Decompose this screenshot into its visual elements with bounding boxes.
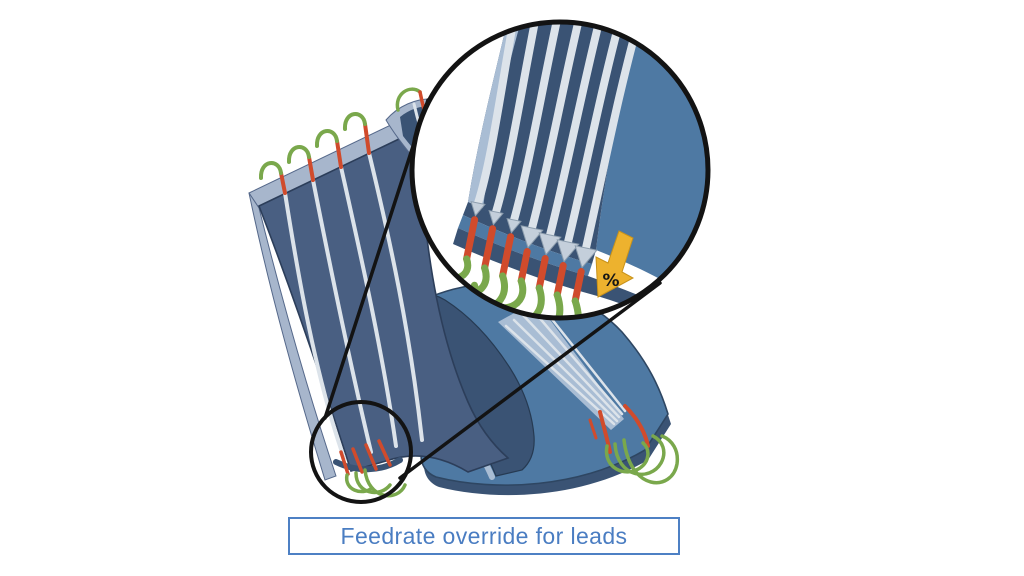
toolpath-arrowhead-icon	[470, 200, 486, 217]
top-lead-arc	[259, 161, 283, 180]
magnified-toolpath	[546, 23, 607, 239]
magnified-lead-segment	[553, 262, 567, 299]
top-lead-segment	[363, 122, 371, 155]
main-blade-left-edge	[248, 192, 337, 481]
blade-top-lead-hooks	[259, 112, 371, 195]
top-lead-arc	[343, 112, 367, 131]
caption-box: Feedrate override for leads	[288, 517, 680, 555]
magnified-lead-arc	[475, 291, 564, 317]
magnified-lead-segment	[481, 225, 497, 272]
top-lead-segment	[279, 171, 287, 195]
magnifier-circle	[409, 19, 711, 321]
magnified-toolpath	[474, 23, 520, 207]
magnified-lead-segment	[499, 233, 515, 280]
magnified-lead-segment	[535, 255, 549, 292]
top-lead-segment	[335, 139, 343, 169]
callout-connector-lower	[398, 281, 662, 480]
top-lead-arc	[315, 129, 339, 148]
feedrate-override-arrow-icon	[595, 230, 635, 298]
magnified-lead-segment	[463, 216, 479, 263]
magnified-lead-segment	[571, 268, 585, 305]
blade-toolpath-lines	[283, 151, 424, 460]
toolpath-arrowhead-icon	[556, 239, 580, 263]
top-lead-arc	[287, 145, 311, 164]
magnified-lead-segment	[517, 248, 531, 285]
caption-text: Feedrate override for leads	[340, 522, 628, 549]
source-circle	[309, 400, 413, 504]
toolpath-arrowhead-icon	[488, 209, 504, 226]
magnified-toolpath	[564, 23, 627, 246]
toolpath-arrowhead-icon	[520, 225, 544, 249]
percent-label: %	[602, 271, 619, 291]
hub-lead-moves	[588, 404, 680, 485]
toolpath-arrowhead-icon	[506, 217, 522, 234]
hub-toolpath-lines	[504, 301, 627, 426]
top-lead-segment	[307, 155, 315, 182]
magnified-toolpath	[492, 23, 542, 216]
toolpath-arrowhead-icon	[538, 232, 562, 256]
magnifier-view: %	[413, 23, 707, 317]
toolpath-arrowhead-icon	[574, 245, 598, 269]
magnified-toolpath	[510, 23, 564, 224]
magnified-toolpath	[528, 23, 586, 232]
